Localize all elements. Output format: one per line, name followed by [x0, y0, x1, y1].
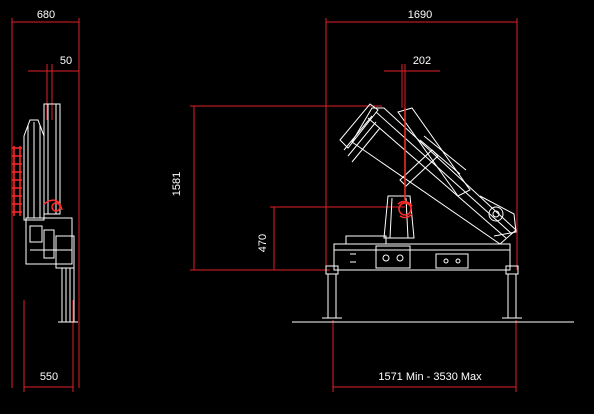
side-hoses: [12, 146, 63, 216]
dim-height-pivot: 470: [257, 234, 269, 252]
dim-front-offset: 202: [413, 55, 431, 67]
crane-front-body: [322, 103, 522, 323]
dim-side-offset: 50: [60, 55, 72, 67]
dim-height-total: 1581: [171, 172, 183, 196]
side-dimensions: [11, 18, 80, 392]
dim-side-width-bottom: 550: [40, 371, 58, 383]
crane-side-body: [23, 103, 78, 323]
front-hoses: [397, 108, 413, 219]
dim-front-width: 1690: [408, 9, 432, 21]
side-view: 680 50 550: [11, 9, 80, 392]
dim-side-width-top: 680: [37, 9, 55, 21]
dim-outrigger-span: 1571 Min - 3530 Max: [378, 371, 482, 383]
front-dimensions: [190, 18, 518, 392]
front-view: 1690 202 1581 470 1571 Min - 3530 Max: [171, 9, 574, 392]
